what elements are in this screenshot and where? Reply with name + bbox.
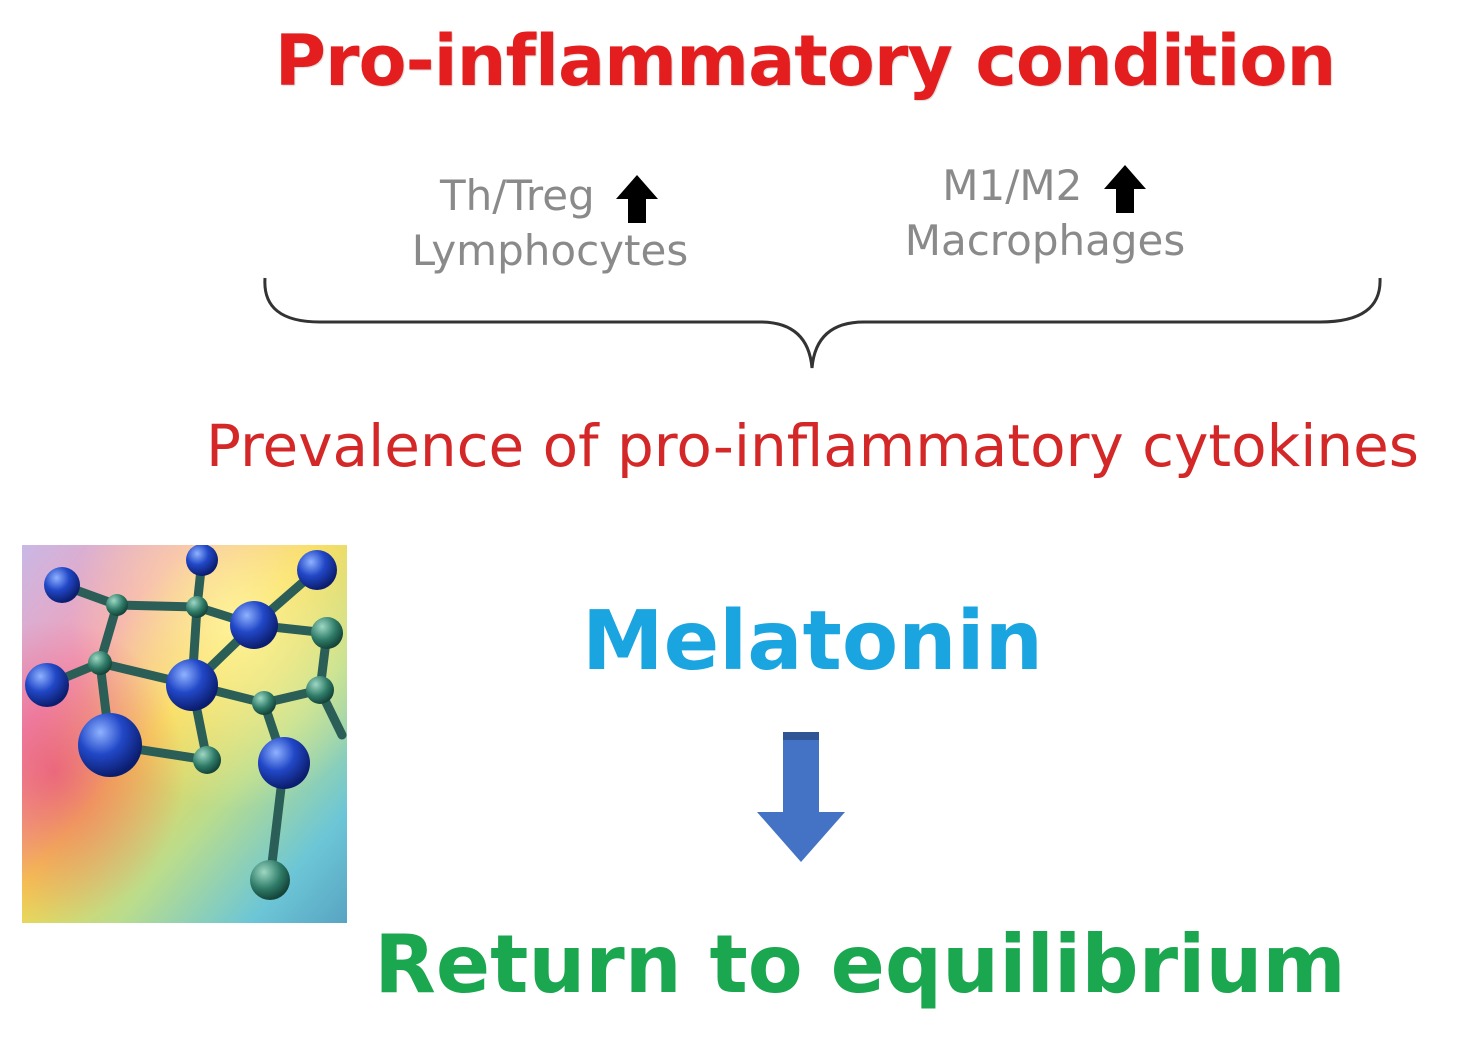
macrophages-label: Macrophages [904, 215, 1186, 265]
down-arrow-icon [757, 732, 845, 862]
grouping-brace [263, 277, 1382, 369]
molecule-illustration [22, 545, 347, 923]
up-arrow-icon [1103, 164, 1146, 213]
outcome-label: Return to equilibrium [374, 918, 1346, 1011]
m1-m2-ratio-label: M1/M2 [942, 161, 1083, 210]
lymphocytes-group: Th/Treg Lymphocytes [400, 170, 700, 277]
th-treg-ratio-label: Th/Treg [439, 171, 595, 220]
melatonin-label: Melatonin [581, 594, 1044, 689]
up-arrow-icon [616, 174, 659, 223]
cytokines-statement: Prevalence of pro-inflammatory cytokines [206, 412, 1419, 480]
macrophages-group: M1/M2 Macrophages [895, 160, 1195, 267]
lymphocytes-label: Lymphocytes [411, 225, 689, 275]
diagram-title: Pro-inflammatory condition [274, 20, 1337, 102]
